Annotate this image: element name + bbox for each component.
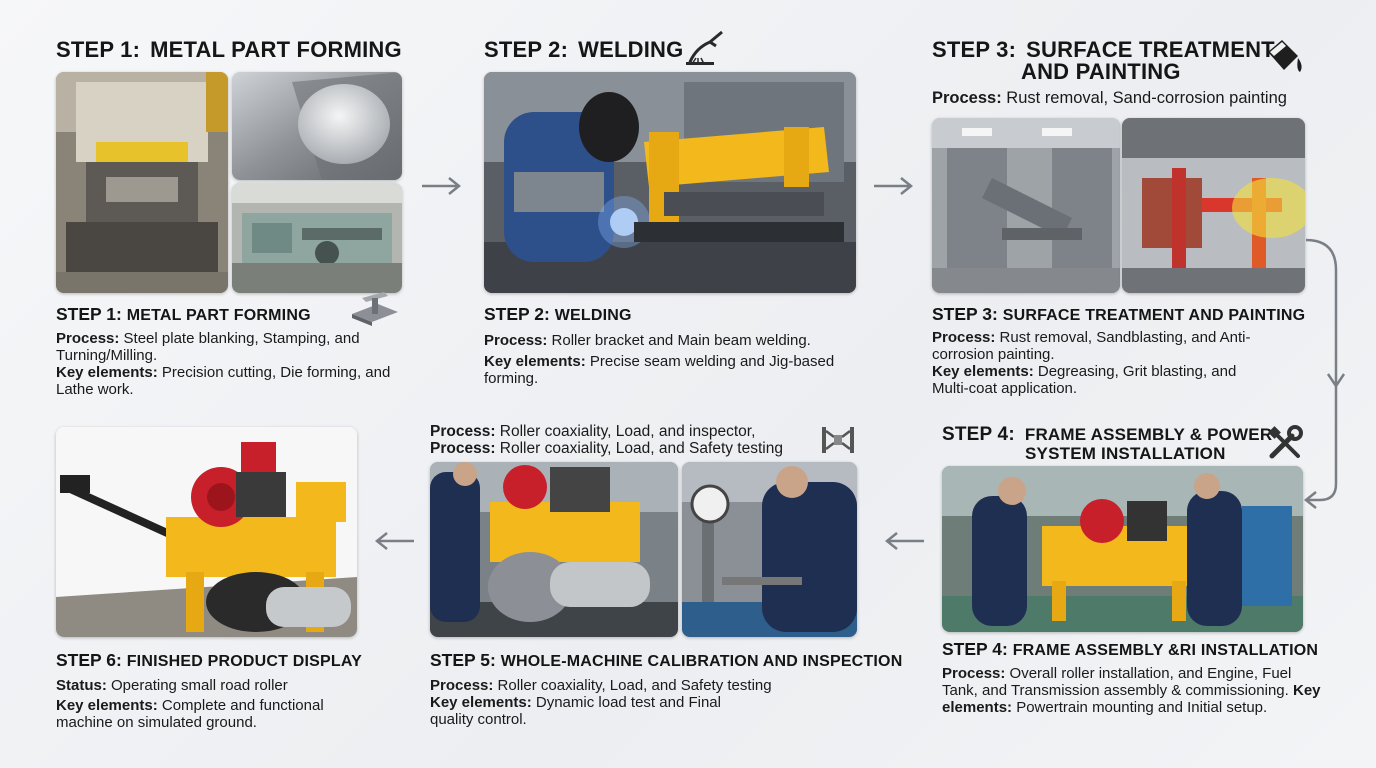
- step4-description: Process: Overall roller installation, an…: [942, 665, 1321, 716]
- step2-title: STEP 2:WELDING: [484, 37, 684, 62]
- step1-lathe-photo: [232, 183, 402, 293]
- step4-title-line2: SYSTEM INSTALLATION: [1025, 444, 1226, 463]
- step2-description: Process: Roller bracket and Main beam we…: [484, 332, 835, 387]
- step3-description: Process: Rust removal, Sandblasting, and…: [932, 329, 1251, 397]
- step1-press-photo: [56, 72, 228, 293]
- step3-title: STEP 3:SURFACE TREATMENT: [932, 37, 1275, 62]
- step1-description: Process: Steel plate blanking, Stamping,…: [56, 330, 391, 398]
- step5-top-text: Process: Roller coaxiality, Load, and in…: [430, 423, 783, 457]
- steel-beam-icon: [348, 292, 402, 328]
- step3-subtitle: STEP 3: SURFACE TREATMENT AND PAINTING: [932, 304, 1306, 324]
- step4-subtitle: STEP 4: FRAME ASSEMBLY &RI INSTALLATION: [942, 639, 1319, 659]
- arrow-step1-to-step2: [420, 175, 462, 197]
- arrow-step3-to-step4: [1298, 234, 1350, 512]
- paint-bucket-icon: [1264, 36, 1306, 76]
- step3-top-process: Process: Rust removal, Sand-corrosion pa…: [932, 89, 1287, 107]
- step4-assembly-photo: [942, 466, 1303, 632]
- step2-welding-photo: [484, 72, 856, 293]
- step6-finished-roller-photo: [56, 427, 357, 637]
- step1-sheet-metal-photo: [232, 72, 402, 180]
- calipers-icon: [820, 423, 856, 457]
- arrow-step2-to-step3: [872, 175, 914, 197]
- step6-description: Status: Operating small road roller Key …: [56, 677, 324, 731]
- step5-roller-test-photo: [430, 462, 678, 637]
- step3-paint-booth-photo: [932, 118, 1120, 293]
- step6-subtitle: STEP 6: FINISHED PRODUCT DISPLAY: [56, 650, 363, 670]
- wrench-screwdriver-icon: [1266, 424, 1304, 462]
- step3-title-line2: AND PAINTING: [1021, 59, 1181, 84]
- step5-subtitle: STEP 5: WHOLE-MACHINE CALIBRATION AND IN…: [430, 650, 903, 670]
- arrow-step5-to-step6: [374, 530, 416, 552]
- step2-subtitle: STEP 2: WELDING: [484, 304, 632, 324]
- arrow-step4-to-step5: [884, 530, 926, 552]
- step5-description: Process: Roller coaxiality, Load, and Sa…: [430, 677, 772, 728]
- step3-spray-painting-photo: [1122, 118, 1305, 293]
- welding-torch-icon: [684, 28, 730, 66]
- step1-subtitle: STEP 1: METAL PART FORMING: [56, 304, 311, 324]
- step4-title: STEP 4:FRAME ASSEMBLY & POWER: [942, 424, 1273, 445]
- step5-gauge-inspection-photo: [682, 462, 857, 637]
- step1-title: STEP 1:METAL PART FORMING: [56, 37, 402, 62]
